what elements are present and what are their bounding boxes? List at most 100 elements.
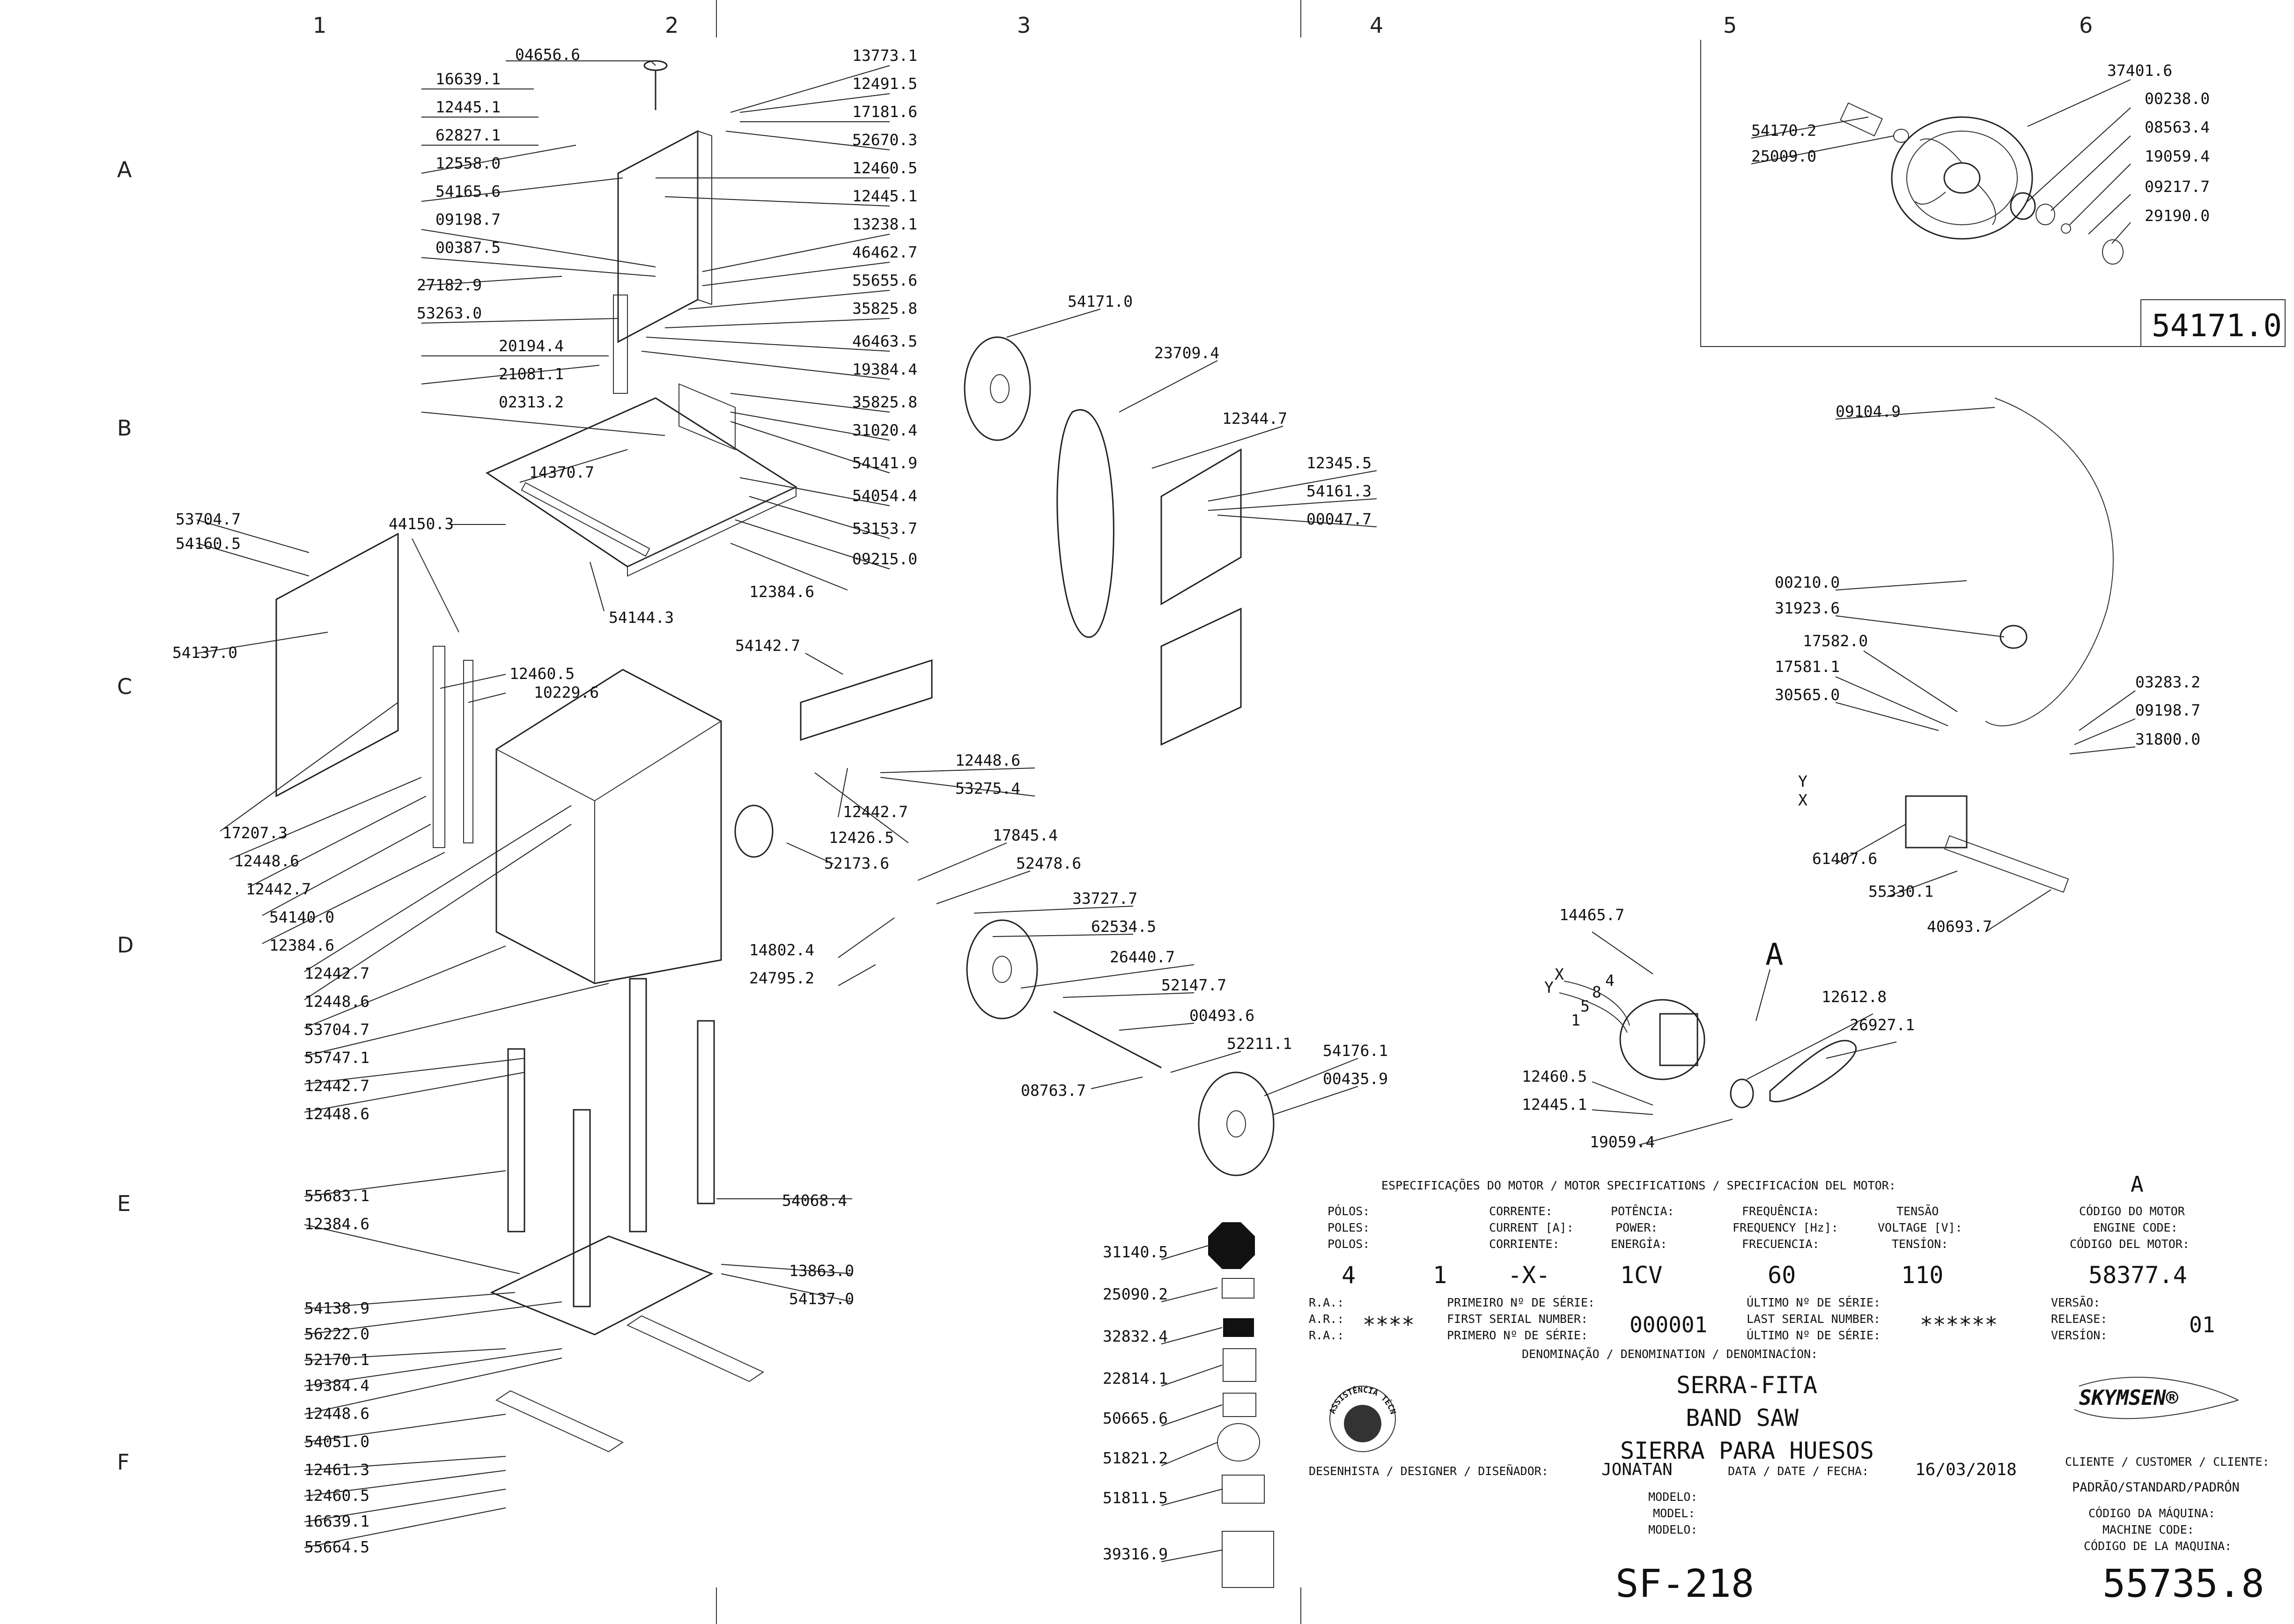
engine-code-label: CÓDIGO DO MOTOR	[2079, 1204, 2185, 1218]
leader	[1020, 964, 1195, 989]
machine-code-label: MACHINE CODE:	[2102, 1523, 2194, 1536]
terminal-label: Y	[1798, 772, 1807, 790]
part-label: 32832.4	[1103, 1327, 1168, 1345]
part-label: 09198.7	[2135, 701, 2200, 719]
cabinet-top-edge	[496, 721, 722, 802]
leader	[2027, 79, 2131, 127]
motor-wiring: X Y 4 8 5 1 Y X A	[1544, 772, 1807, 1033]
leader	[1161, 1550, 1223, 1562]
part-label: 12384.6	[304, 1215, 369, 1233]
part-label: 54137.0	[172, 643, 237, 662]
part-label: 13863.0	[789, 1262, 854, 1280]
middle-wheel	[966, 919, 1038, 1019]
date-label: DATA / DATE / FECHA:	[1728, 1464, 1869, 1478]
part-label: 08763.7	[1021, 1081, 1086, 1100]
poles-value-b: 1	[1433, 1262, 1447, 1289]
part-label: 19384.4	[304, 1376, 369, 1395]
part-label: 27182.9	[417, 276, 482, 294]
part-label: 46463.5	[852, 332, 917, 350]
leader	[304, 1348, 506, 1361]
pulley-guard	[734, 805, 774, 858]
part-label: 19059.4	[2145, 147, 2210, 165]
knob-top	[643, 60, 668, 71]
leader	[1161, 1327, 1223, 1344]
last-serial-value: ******	[1920, 1312, 1998, 1337]
designer-value: JONATAN	[1601, 1460, 1673, 1479]
leader	[304, 1058, 525, 1085]
first-serial-label: FIRST SERIAL NUMBER:	[1447, 1312, 1588, 1326]
grid-row-f: F	[117, 1449, 129, 1475]
part-label: 55655.6	[852, 271, 917, 289]
leader	[421, 365, 600, 384]
brand-swoosh	[2074, 1377, 2239, 1419]
part-label: 30565.0	[1775, 686, 1840, 704]
leader	[1751, 135, 1895, 164]
sticker-octagon	[1208, 1222, 1255, 1269]
part-label: 12448.6	[955, 751, 1020, 769]
part-label: 51821.2	[1103, 1449, 1168, 1467]
panel-strip	[433, 646, 445, 848]
part-label: 00435.9	[1323, 1070, 1388, 1088]
grid-col-2: 2	[665, 13, 679, 38]
leader	[2088, 194, 2131, 235]
leg-rear-right	[697, 1020, 715, 1204]
part-label: 54142.7	[735, 636, 800, 655]
leader	[1826, 1041, 1897, 1059]
leader	[1006, 309, 1101, 338]
ra-label: R.A.:	[1309, 1329, 1344, 1342]
part-label: 50665.6	[1103, 1409, 1168, 1427]
leader	[917, 842, 1007, 881]
grid-col-4: 4	[1370, 13, 1383, 38]
grid-col-1: 1	[313, 13, 326, 38]
leader	[1887, 871, 1958, 897]
part-label: 54144.3	[609, 608, 674, 627]
lower-wheel	[1198, 1071, 1275, 1176]
part-label: 51811.5	[1103, 1489, 1168, 1507]
grid-col-3: 3	[1017, 13, 1031, 38]
leader	[730, 393, 890, 413]
motor-wires	[1559, 981, 1630, 1033]
motor-housing	[1659, 1013, 1698, 1066]
fence-rail	[521, 482, 650, 557]
leader	[1161, 1287, 1218, 1302]
leader	[2079, 690, 2136, 731]
table-guide	[800, 659, 933, 741]
power-label: POTÊNCIA:	[1611, 1204, 1674, 1218]
leader	[1863, 650, 1958, 712]
part-label: 54137.0	[789, 1290, 854, 1308]
part-label: 62827.1	[435, 126, 501, 144]
leader-lines	[196, 60, 2136, 1562]
part-label: 12384.6	[269, 936, 334, 954]
bearing-2	[2036, 204, 2055, 225]
date-value: 16/03/2018	[1915, 1460, 2017, 1479]
power-cord	[1985, 398, 2114, 726]
leader	[1835, 580, 1967, 591]
current-label: CORRIENTE:	[1489, 1237, 1560, 1251]
leader	[725, 131, 890, 150]
leader	[304, 1301, 562, 1335]
spec-motor-letter: A	[2131, 1172, 2144, 1197]
leader	[519, 449, 628, 483]
machine-code-value: 55735.8	[2102, 1562, 2264, 1606]
authorized-assistance-seal: ASSISTÊNCIA TÉCNICA AUTORIZADA	[0, 0, 1398, 1452]
part-label: 12345.5	[1306, 454, 1372, 472]
part-label: 14802.4	[749, 941, 814, 959]
part-label: 19059.4	[1590, 1133, 1655, 1151]
version-label: RELEASE:	[2051, 1312, 2107, 1326]
din-rail	[1944, 835, 2069, 893]
part-label: 40693.7	[1927, 917, 1992, 936]
part-label: 52173.6	[824, 854, 889, 872]
part-label: 62534.5	[1091, 917, 1156, 936]
leader	[262, 824, 431, 916]
voltage-label: TENSÍON:	[1892, 1237, 1948, 1251]
leader	[1638, 1119, 1733, 1145]
part-label: 09198.7	[435, 210, 501, 229]
leader	[1592, 931, 1653, 974]
upper-cover	[1160, 448, 1242, 605]
part-label: 12448.6	[304, 992, 369, 1011]
leader	[739, 93, 890, 113]
leader	[1835, 676, 1948, 726]
leader	[1217, 515, 1377, 527]
part-label: 19384.4	[852, 360, 917, 378]
